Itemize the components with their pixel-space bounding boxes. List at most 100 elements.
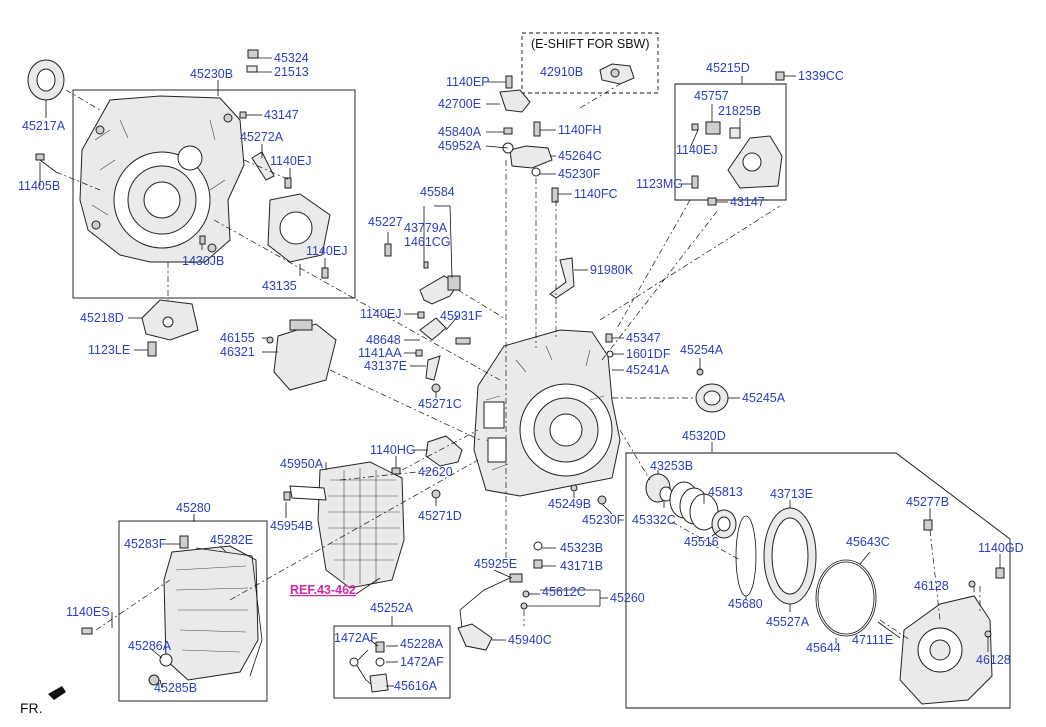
clutch-group-box [625, 452, 1011, 709]
label-45230f: 45230F [558, 167, 601, 181]
label-45931f: 45931F [440, 309, 483, 323]
plug-45271c [431, 383, 441, 393]
label-45347: 45347 [626, 331, 661, 345]
mount-bracket-45218d [141, 299, 199, 357]
label-21513: 21513 [274, 65, 309, 79]
e-shift-actuator [599, 63, 635, 85]
title-box-label: (E-SHIFT FOR SBW) [531, 37, 650, 51]
label-1430jb: 1430JB [182, 254, 224, 268]
label-42910b: 42910B [540, 65, 583, 79]
ref-arrow [355, 577, 381, 595]
label-46321: 46321 [220, 345, 255, 359]
label-45228a: 45228A [400, 637, 444, 651]
label-43253b: 43253B [650, 459, 693, 473]
label-1123mg: 1123MG [636, 177, 683, 191]
label-48648: 48648 [366, 333, 401, 347]
label-45252a: 45252A [370, 601, 414, 615]
control-bracket-45215d [691, 71, 785, 206]
label-45643c: 45643C [846, 535, 890, 549]
label-45271c: 45271C [418, 397, 462, 411]
label-1140hg: 1140HG [370, 443, 416, 457]
label-46155: 46155 [220, 331, 255, 345]
label-43135: 43135 [262, 279, 297, 293]
labels: (E-SHIFT FOR SBW) FR. REF.43-462 45324 2… [18, 37, 1024, 716]
label-45277b: 45277B [906, 495, 949, 509]
label-1601df: 1601DF [626, 347, 671, 361]
label-45285b: 45285B [154, 681, 197, 695]
label-1472af-b: 1472AF [400, 655, 444, 669]
label-45954b: 45954B [270, 519, 313, 533]
rear-cover-47111e [899, 519, 1005, 705]
label-45230b: 45230B [190, 67, 233, 81]
label-45840a: 45840A [438, 125, 482, 139]
bell-housing-group-box [72, 89, 356, 299]
label-1140ej-b: 1140EJ [306, 244, 347, 258]
label-45320d: 45320D [682, 429, 726, 443]
plug-45230f-b [597, 495, 607, 505]
label-45286a: 45286A [128, 639, 172, 653]
label-45925e: 45925E [474, 557, 517, 571]
hose-assy-45252a [349, 641, 389, 693]
label-45584: 45584 [420, 185, 455, 199]
label-43147-b: 43147 [730, 195, 765, 209]
label-45227: 45227 [368, 215, 403, 229]
label-1339cc: 1339CC [798, 69, 844, 83]
label-45218d: 45218D [80, 311, 124, 325]
air-breather-cap [246, 49, 259, 73]
label-45950a: 45950A [280, 457, 324, 471]
fr-label: FR. [20, 700, 43, 716]
label-45527a: 45527A [766, 615, 810, 629]
label-45264c: 45264C [558, 149, 602, 163]
plug-45271d [431, 489, 441, 499]
label-45952a: 45952A [438, 139, 482, 153]
bolt-1140fc [551, 187, 559, 203]
label-43137e: 43137E [364, 359, 407, 373]
label-11405b: 11405B [18, 179, 60, 193]
bracket-45272a [251, 151, 275, 181]
label-45230f-b: 45230F [582, 513, 625, 527]
label-45215d: 45215D [706, 61, 750, 75]
label-21825b: 21825B [718, 104, 761, 118]
label-45217a: 45217A [22, 119, 66, 133]
label-45280: 45280 [176, 501, 211, 515]
label-1140fh: 1140FH [558, 123, 602, 137]
label-45612c: 45612C [542, 585, 586, 599]
label-43779a: 43779A [404, 221, 448, 235]
bell-housing [79, 95, 245, 263]
detent-spring-45931f [415, 311, 471, 381]
label-1472af-a: 1472AF [334, 631, 378, 645]
label-1123le: 1123LE [88, 343, 130, 357]
label-1140ep: 1140EP [446, 75, 490, 89]
label-45260: 45260 [610, 591, 645, 605]
label-46128-b: 46128 [976, 653, 1011, 667]
label-45241a: 45241A [626, 363, 670, 377]
cable-bracket-45264c [502, 142, 553, 177]
label-1140ej-a: 1140EJ [270, 154, 311, 168]
label-45271d: 45271D [418, 509, 462, 523]
sensor-42700e [499, 75, 531, 135]
label-45644: 45644 [806, 641, 841, 655]
label-42620: 42620 [418, 465, 453, 479]
label-45757: 45757 [694, 89, 729, 103]
oil-seal-45217a [27, 59, 65, 101]
oil-guide-43135 [267, 193, 331, 263]
bolt-11405b [35, 153, 57, 173]
bolt-1140ej-a [284, 177, 292, 189]
leader-lines [39, 57, 1001, 689]
label-45323b: 45323B [560, 541, 603, 555]
label-1140es: 1140ES [66, 605, 110, 619]
label-1140gd: 1140GD [978, 541, 1024, 555]
label-45254a: 45254A [680, 343, 724, 357]
label-1141aa: 1141AA [358, 346, 402, 360]
label-1140fc: 1140FC [574, 187, 618, 201]
label-45680: 45680 [728, 597, 763, 611]
pin-1430jb [199, 235, 206, 245]
control-bracket-group-box [674, 83, 787, 201]
label-1140ej-c: 1140EJ [360, 307, 401, 321]
valve-body-45950a [283, 461, 405, 589]
shift-cable-45925e [457, 541, 543, 651]
transmission-case-45241a [473, 329, 621, 497]
ref-link[interactable]: REF.43-462 [290, 583, 356, 597]
plug-45249b [570, 484, 578, 492]
label-43713e: 43713E [770, 487, 813, 501]
